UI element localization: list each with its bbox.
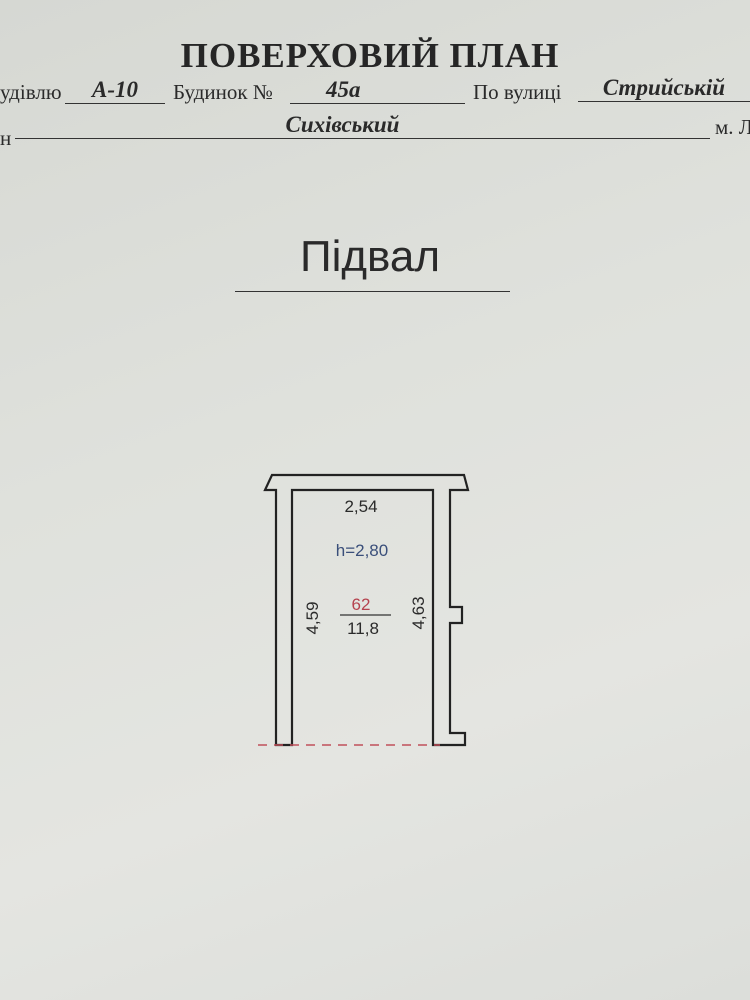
left-wall-dimension: 4,59 [303, 601, 322, 634]
house-field: 45а [290, 77, 465, 104]
house-value: 45а [326, 77, 361, 102]
room-number: 62 [352, 595, 371, 614]
ceiling-height: h=2,80 [336, 541, 388, 560]
street-field: Стрийській [578, 75, 750, 102]
floor-name-underline [235, 291, 510, 292]
area-value: Сихівський [285, 112, 400, 137]
area-field: Сихівський [15, 112, 710, 139]
area-label: н [0, 126, 12, 150]
street-label: По вулиці [473, 80, 562, 104]
width-dimension: 2,54 [344, 497, 377, 516]
right-wall-dimension: 4,63 [409, 596, 428, 629]
document-title: ПОВЕРХОВИЙ ПЛАН [180, 36, 560, 75]
district-label: удівлю [0, 80, 62, 104]
floor-name: Підвал [299, 232, 441, 281]
house-label: Будинок № [173, 80, 273, 104]
city-label: м. Л [715, 115, 750, 139]
room-area: 11,8 [347, 619, 379, 638]
district-field: А-10 [65, 77, 165, 104]
